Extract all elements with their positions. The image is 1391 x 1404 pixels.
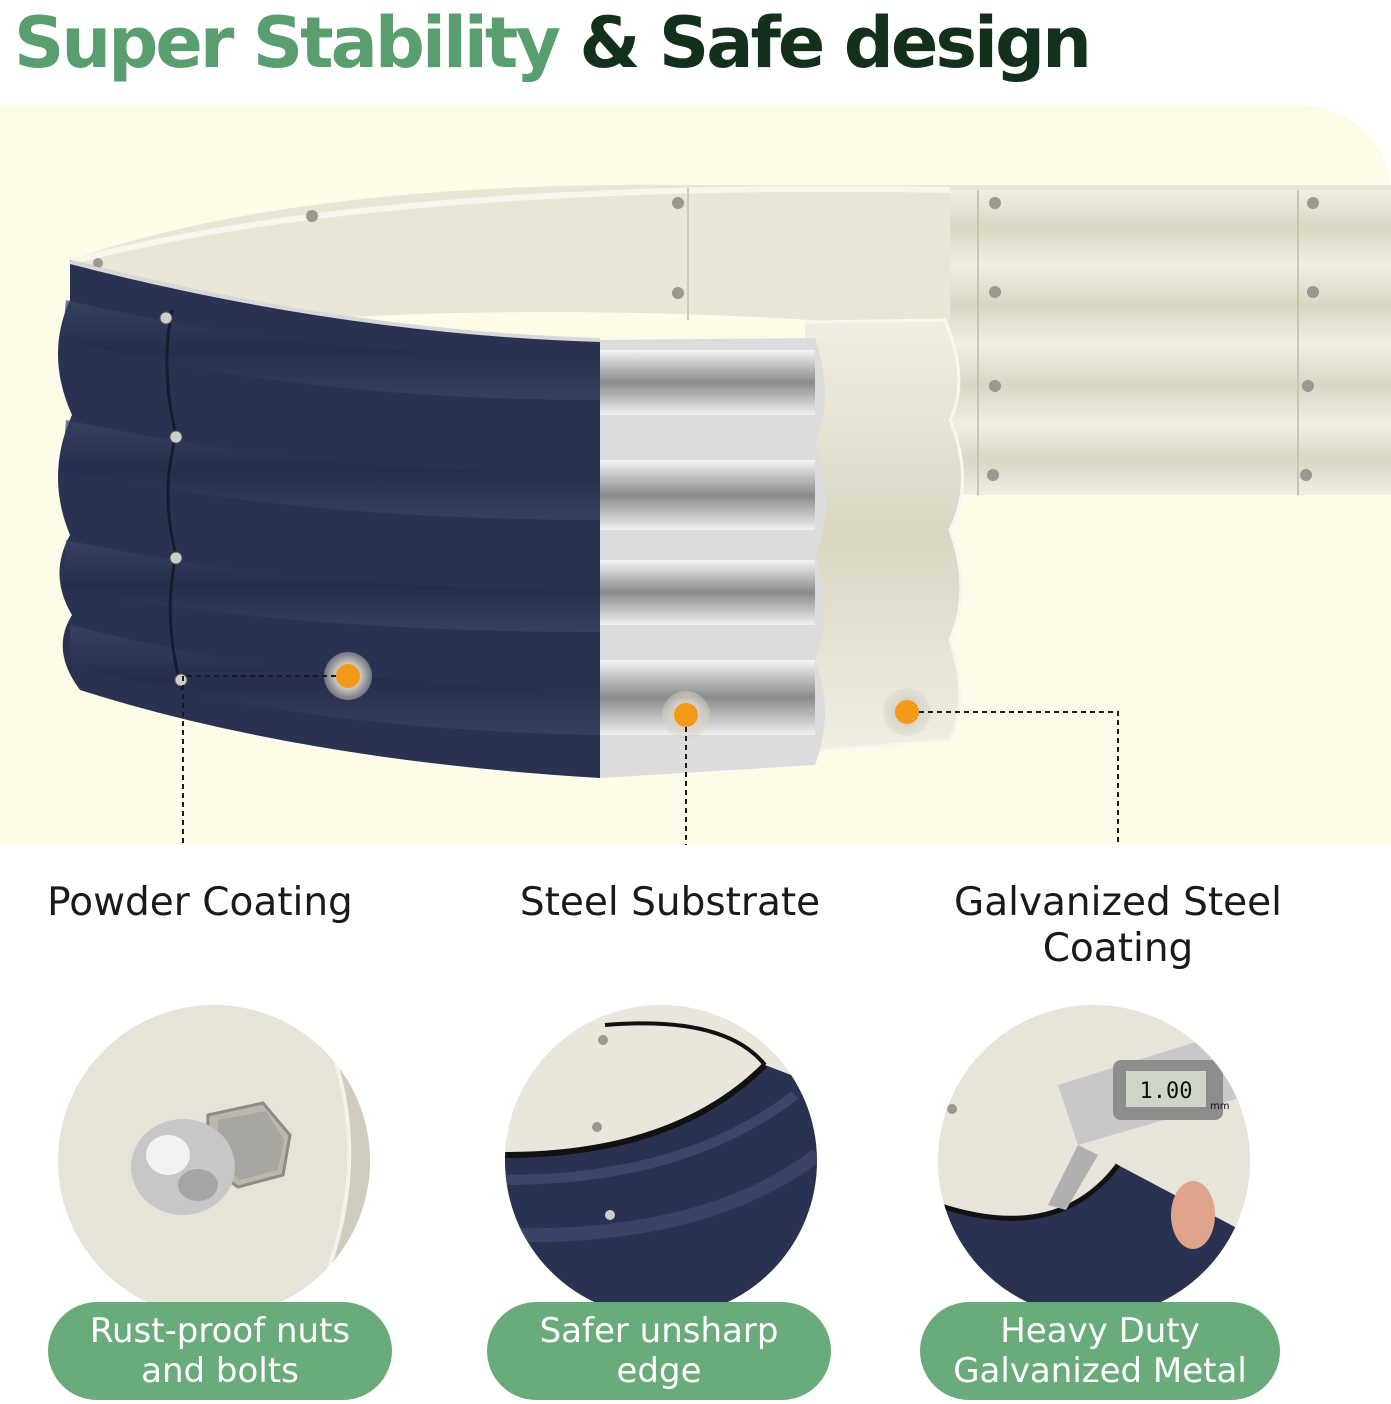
feature-pill-safer-edge: Safer unsharp edge xyxy=(487,1302,831,1400)
powder-coating-layer xyxy=(57,260,601,778)
caliper-measurement-photo: 1.00 mm xyxy=(938,1005,1250,1317)
label-powder-coating: Powder Coating xyxy=(47,880,353,925)
garden-bed-illustration xyxy=(57,184,1391,845)
label-steel-substrate: Steel Substrate xyxy=(519,880,821,925)
label-galvanized-steel-coating: Galvanized Steel Coating xyxy=(954,880,1282,971)
back-wall xyxy=(69,184,1391,495)
marker-steel-substrate xyxy=(662,691,710,845)
feature-pill-rust-proof: Rust-proof nuts and bolts xyxy=(48,1302,392,1400)
title-rest: & Safe design xyxy=(579,2,1092,84)
feature-pill-heavy-duty: Heavy Duty Galvanized Metal xyxy=(920,1302,1280,1400)
marker-powder-coating xyxy=(182,652,372,845)
caliper-unit: mm xyxy=(1210,1101,1229,1112)
safer-edge-photo xyxy=(505,1005,817,1317)
steel-substrate-layer xyxy=(600,338,827,778)
galvanized-coating-layer xyxy=(804,318,964,754)
rust-proof-nut-photo xyxy=(58,1005,370,1317)
page-title: Super Stability & Safe design xyxy=(14,0,1092,88)
marker-galvanized-coating xyxy=(883,688,1119,845)
title-accent: Super Stability xyxy=(14,2,561,84)
caliper-readout: 1.00 xyxy=(1140,1079,1193,1104)
